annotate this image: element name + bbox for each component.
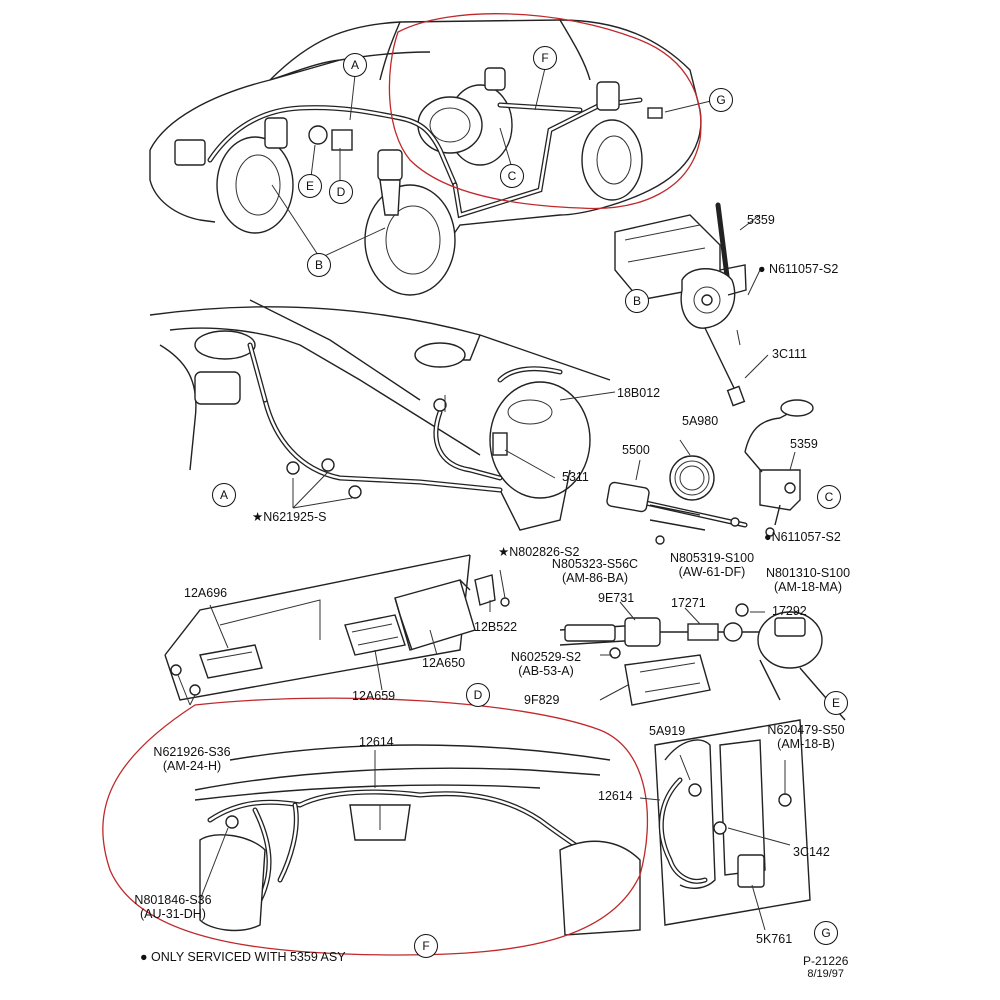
label-n801310: N801310-S100 (AM-18-MA) bbox=[766, 566, 850, 594]
reference-number: P-21226 bbox=[803, 954, 849, 968]
label-5359-view-c: 5359 bbox=[790, 437, 818, 451]
view-d bbox=[164, 554, 510, 706]
label-12614-view-f: 12614 bbox=[359, 735, 394, 749]
part-spec: (AM-18-MA) bbox=[773, 580, 843, 594]
part-number: N801846-S36 bbox=[134, 893, 212, 907]
callout-d-overview: D bbox=[329, 180, 353, 204]
view-g bbox=[639, 719, 811, 931]
view-c bbox=[606, 399, 814, 545]
view-c-tag: C bbox=[817, 485, 841, 509]
view-e-tag: E bbox=[824, 691, 848, 715]
label-3c142: 3C142 bbox=[793, 845, 830, 859]
label-9f829: 9F829 bbox=[524, 693, 560, 707]
view-b-tag: B bbox=[625, 289, 649, 313]
label-18b012: 18B012 bbox=[617, 386, 661, 400]
part-spec: (AM-86-BA) bbox=[562, 571, 628, 585]
part-number: N805319-S100 bbox=[669, 551, 755, 565]
label-n602529: N602529-S2 (AB-53-A) bbox=[511, 650, 581, 678]
label-9e731: 9E731 bbox=[598, 591, 635, 605]
view-f bbox=[102, 697, 649, 956]
drawing-reference: P-21226 8/19/97 bbox=[803, 955, 848, 981]
label-5500: 5500 bbox=[622, 443, 650, 457]
view-a-tag: A bbox=[212, 483, 236, 507]
view-d-tag: D bbox=[466, 683, 490, 707]
label-12a650: 12A650 bbox=[422, 656, 466, 670]
callout-c-overview: C bbox=[500, 164, 524, 188]
view-g-tag: G bbox=[814, 921, 838, 945]
label-5359-view-b: 5359 bbox=[747, 213, 775, 227]
callout-a-overview: A bbox=[343, 53, 367, 77]
view-b bbox=[614, 202, 769, 407]
part-number: N805323-S56C bbox=[551, 557, 639, 571]
reference-date: 8/19/97 bbox=[807, 968, 845, 980]
label-n621926: N621926-S36 (AM-24-H) bbox=[153, 745, 230, 773]
bullet-icon: ● bbox=[764, 530, 772, 544]
label-n801846: N801846-S36 (AU-31-DH) bbox=[134, 893, 211, 921]
part-spec: (AM-24-H) bbox=[162, 759, 222, 773]
label-5311: 5311 bbox=[562, 470, 589, 484]
label-3c111: 3C111 bbox=[772, 347, 807, 361]
car-overview bbox=[149, 13, 716, 296]
part-number: N602529-S2 bbox=[510, 650, 582, 664]
label-n805319: N805319-S100 (AW-61-DF) bbox=[670, 551, 754, 579]
part-spec: (AW-61-DF) bbox=[678, 565, 746, 579]
callout-b-overview: B bbox=[307, 253, 331, 277]
label-12b522: 12B522 bbox=[474, 620, 518, 634]
label-n611057-view-c: ●N611057-S2 bbox=[764, 530, 841, 544]
footnote: ● ONLY SERVICED WITH 5359 ASY bbox=[140, 950, 346, 964]
callout-e-overview: E bbox=[298, 174, 322, 198]
bullet-icon: ● bbox=[758, 262, 766, 276]
callout-f-overview: F bbox=[533, 46, 557, 70]
part-spec: (AB-53-A) bbox=[518, 664, 574, 678]
view-e bbox=[559, 601, 846, 721]
label-text: N611057-S2 bbox=[771, 530, 841, 544]
label-text: N802826-S2 bbox=[509, 545, 580, 559]
star-icon: ★ bbox=[252, 510, 264, 524]
part-number: N621926-S36 bbox=[153, 745, 231, 759]
bullet-icon: ● bbox=[140, 950, 148, 964]
footnote-text: ONLY SERVICED WITH 5359 ASY bbox=[151, 950, 346, 964]
callout-g-overview: G bbox=[709, 88, 733, 112]
label-12a659: 12A659 bbox=[352, 689, 396, 703]
view-f-tag: F bbox=[414, 934, 438, 958]
label-n620479: N620479-S50 (AM-18-B) bbox=[767, 723, 844, 751]
label-text: N611057-S2 bbox=[769, 262, 839, 276]
label-n611057-view-b: ● N611057-S2 bbox=[758, 262, 838, 276]
label-17292: 17292 bbox=[772, 604, 807, 618]
part-number: N620479-S50 bbox=[767, 723, 845, 737]
view-a bbox=[149, 299, 616, 531]
part-number: N801310-S100 bbox=[765, 566, 851, 580]
label-17271: 17271 bbox=[671, 596, 706, 610]
label-n621925: ★N621925-S bbox=[252, 510, 326, 524]
label-5a980: 5A980 bbox=[682, 414, 719, 428]
label-n802826: ★N802826-S2 bbox=[498, 545, 579, 559]
label-5k761: 5K761 bbox=[756, 932, 793, 946]
part-spec: (AU-31-DH) bbox=[140, 907, 206, 921]
star-icon: ★ bbox=[498, 545, 510, 559]
part-spec: (AM-18-B) bbox=[777, 737, 835, 751]
label-12614-view-g: 12614 bbox=[598, 789, 633, 803]
label-12a696: 12A696 bbox=[184, 586, 228, 600]
label-n805323: N805323-S56C (AM-86-BA) bbox=[552, 557, 638, 585]
label-5a919: 5A919 bbox=[649, 724, 686, 738]
label-text: N621925-S bbox=[263, 510, 327, 524]
